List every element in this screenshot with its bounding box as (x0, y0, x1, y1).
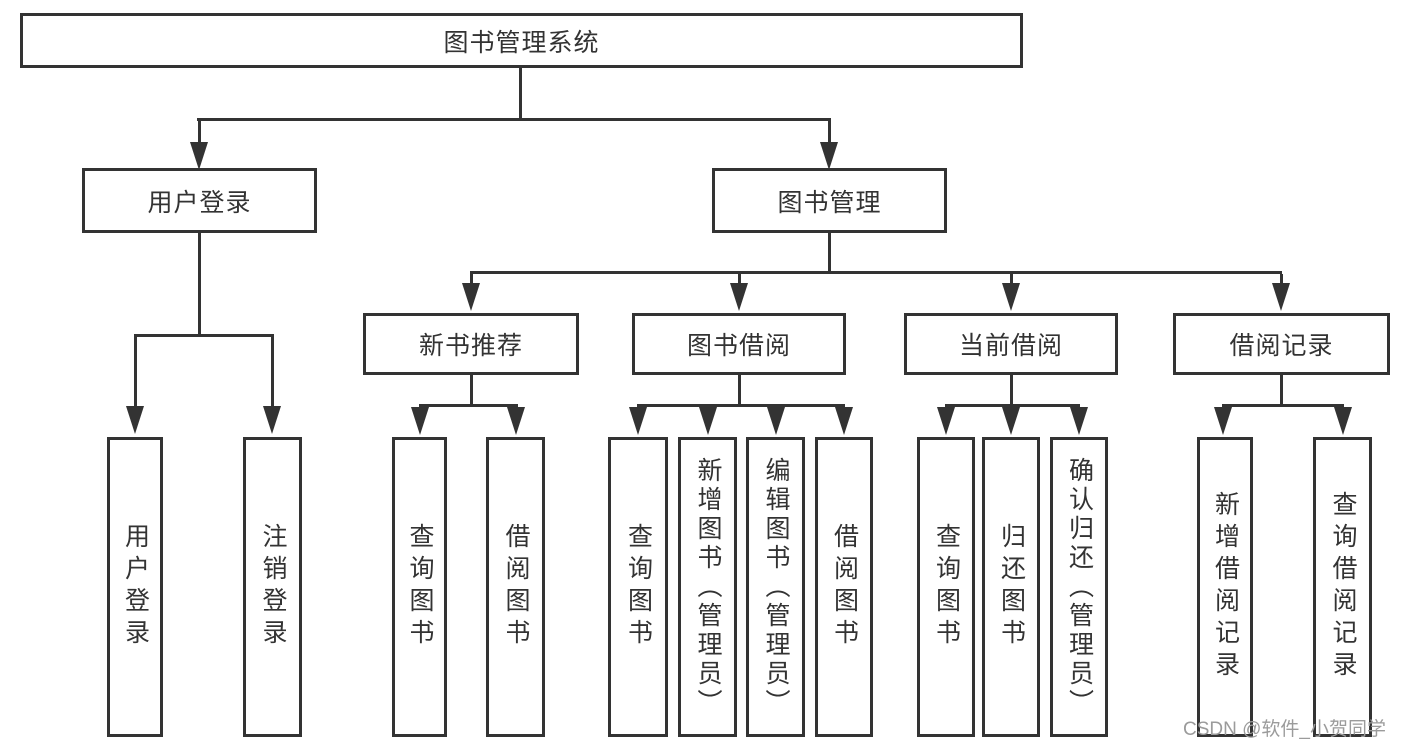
leaf-return-books-label: 归还图书 (997, 523, 1026, 651)
node-user-login-label: 用户登录 (147, 188, 252, 217)
connector-l3-stub (1010, 274, 1013, 284)
arrow-down-icon (1334, 407, 1352, 435)
connector-l3-stub (738, 274, 741, 284)
leaf-borrow-books-newbooks: 借阅图书 (486, 437, 545, 737)
leaf-query-books-label: 查询图书 (932, 523, 961, 651)
leaf-query-books-current: 查询图书 (917, 437, 975, 737)
connector-borrow-records-rail (1222, 404, 1344, 407)
leaf-logout: 注销登录 (243, 437, 302, 737)
arrow-down-icon (937, 407, 955, 435)
connector-l3-stub (470, 274, 473, 284)
connector-user-login-rail (134, 334, 274, 337)
arrow-down-icon (629, 407, 647, 435)
leaf-user-login: 用户登录 (107, 437, 163, 737)
node-book-mgmt-label: 图书管理 (777, 188, 882, 217)
arrow-down-icon (462, 283, 480, 311)
arrow-down-icon (1070, 407, 1088, 435)
leaf-add-borrow-record: 新增借阅记录 (1197, 437, 1253, 737)
leaf-query-borrow-record-label: 查询借阅记录 (1329, 491, 1357, 683)
connector-current-borrow-stem (1010, 375, 1013, 406)
arrow-down-icon (1214, 407, 1232, 435)
arrow-down-icon (699, 407, 717, 435)
leaf-edit-book-admin: 编辑图书（管理员） (746, 437, 805, 737)
connector-book-borrow-rail (637, 404, 845, 407)
leaf-borrow-books-borrow: 借阅图书 (815, 437, 873, 737)
connector-user-login-stub (198, 121, 201, 143)
arrow-down-icon (411, 407, 429, 435)
arrow-down-icon (767, 407, 785, 435)
arrow-down-icon (1272, 283, 1290, 311)
leaf-confirm-return-admin-label: 确认归还（管理员） (1065, 456, 1094, 718)
arrow-down-icon (263, 406, 281, 434)
node-borrow-records: 借阅记录 (1173, 313, 1390, 375)
arrow-down-icon (820, 142, 838, 170)
node-current-borrow-label: 当前借阅 (958, 332, 1063, 360)
arrow-down-icon (835, 407, 853, 435)
node-user-login: 用户登录 (82, 168, 317, 233)
node-current-borrow: 当前借阅 (904, 313, 1118, 375)
arrow-down-icon (190, 142, 208, 170)
connector-current-borrow-rail (945, 404, 1080, 407)
connector-leaf-stub (271, 337, 274, 407)
leaf-edit-book-admin-label: 编辑图书（管理员） (762, 456, 790, 718)
connector-book-mgmt-stub (828, 121, 831, 143)
leaf-query-books-label: 查询图书 (406, 523, 434, 651)
node-root-label: 图书管理系统 (443, 28, 600, 57)
node-book-borrow: 图书借阅 (632, 313, 846, 375)
arrow-down-icon (1002, 407, 1020, 435)
connector-new-books-rail (419, 404, 518, 407)
leaf-query-books-borrow: 查询图书 (608, 437, 668, 737)
leaf-query-borrow-record: 查询借阅记录 (1313, 437, 1372, 737)
leaf-query-books-label: 查询图书 (624, 523, 653, 651)
leaf-add-borrow-record-label: 新增借阅记录 (1211, 491, 1240, 683)
leaf-add-book-admin-label: 新增图书（管理员） (694, 456, 722, 718)
leaf-add-book-admin: 新增图书（管理员） (678, 437, 737, 737)
connector-book-mgmt-rail (470, 271, 1282, 274)
connector-leaf-stub (134, 337, 137, 407)
leaf-query-books-newbooks: 查询图书 (392, 437, 447, 737)
leaf-borrow-books-label: 借阅图书 (830, 523, 859, 651)
node-borrow-records-label: 借阅记录 (1229, 332, 1334, 360)
node-root: 图书管理系统 (20, 13, 1023, 68)
connector-new-books-stem (470, 375, 473, 406)
leaf-borrow-books-label: 借阅图书 (502, 523, 530, 651)
leaf-return-books: 归还图书 (982, 437, 1040, 737)
node-book-mgmt: 图书管理 (712, 168, 947, 233)
arrow-down-icon (730, 283, 748, 311)
connector-book-borrow-stem (738, 375, 741, 406)
connector-user-login-stem (198, 233, 201, 336)
connector-root-rail (197, 118, 831, 121)
leaf-confirm-return-admin: 确认归还（管理员） (1050, 437, 1108, 737)
connector-book-mgmt-stem (828, 233, 831, 273)
connector-l3-stub (1280, 274, 1283, 284)
leaf-logout-label: 注销登录 (259, 523, 287, 651)
connector-root-stem (519, 68, 522, 120)
csdn-watermark: CSDN @软件_小贺同学 (1183, 719, 1386, 740)
arrow-down-icon (126, 406, 144, 434)
node-new-books: 新书推荐 (363, 313, 579, 375)
arrow-down-icon (507, 407, 525, 435)
connector-borrow-records-stem (1280, 375, 1283, 406)
node-book-borrow-label: 图书借阅 (686, 332, 791, 360)
arrow-down-icon (1002, 283, 1020, 311)
leaf-user-login-label: 用户登录 (121, 523, 150, 651)
node-new-books-label: 新书推荐 (418, 332, 523, 360)
